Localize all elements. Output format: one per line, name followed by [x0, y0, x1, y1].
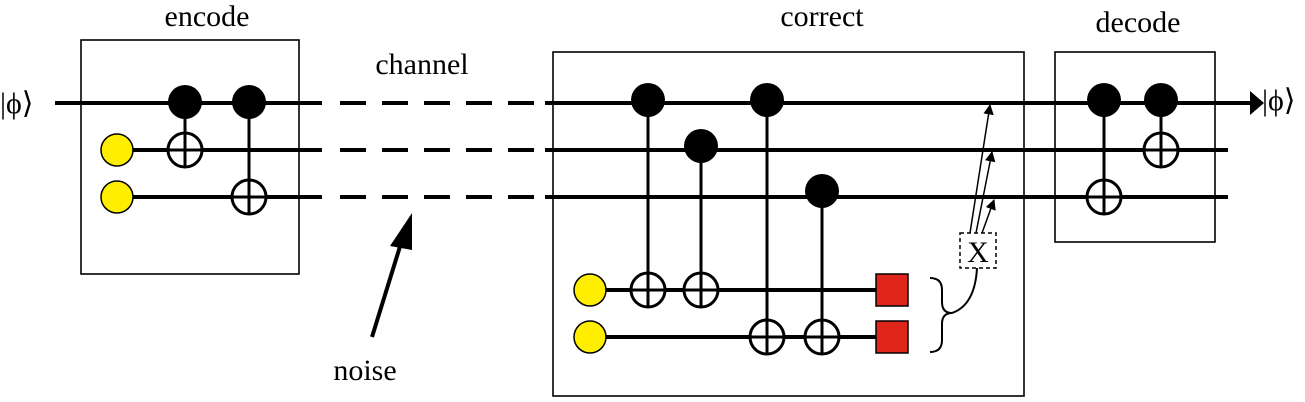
encode-cnot-1 [166, 85, 204, 169]
encode-box [80, 39, 300, 275]
measurement-box [875, 273, 909, 307]
ancilla-qubit [573, 320, 607, 354]
control-dot [631, 83, 665, 117]
noise-arrow-icon [390, 213, 412, 250]
ancilla-qubit [100, 133, 134, 167]
noise-arrow-shaft [370, 239, 404, 338]
control-dot [750, 83, 784, 117]
control-dot [168, 85, 202, 119]
input-state-label: |ϕ⟩ [0, 87, 34, 120]
control-dot [1144, 83, 1178, 117]
syndrome-cnot-4 [803, 174, 841, 356]
correct-label: correct [780, 0, 864, 33]
ancilla-qubit [573, 273, 607, 307]
encode-cnot-2 [230, 85, 268, 216]
x-correction-box [959, 232, 997, 269]
x-correction-label: X [967, 236, 989, 269]
measurement-box [875, 320, 909, 354]
output-state-label: |ϕ⟩ [1262, 84, 1296, 117]
control-dot [805, 174, 839, 208]
ancilla-qubit [100, 180, 134, 214]
control-dot [1087, 83, 1121, 117]
curly-brace [929, 277, 953, 353]
control-dot [232, 85, 266, 119]
syndrome-cnot-2 [682, 129, 720, 309]
encode-label: encode [165, 0, 250, 33]
correction-arrow-1 [969, 103, 994, 234]
decode-cnot-2 [1142, 83, 1180, 169]
noise-label: noise [333, 354, 396, 387]
decode-box [1054, 51, 1216, 243]
decode-label: decode [1096, 6, 1181, 39]
correction-arrow-3 [981, 199, 996, 234]
channel-label: channel [375, 48, 468, 81]
classical-connector [951, 267, 978, 314]
correction-arrow-2 [975, 150, 996, 234]
decode-cnot-1 [1085, 83, 1123, 216]
syndrome-cnot-3 [748, 83, 786, 356]
correct-box [552, 51, 1025, 397]
syndrome-cnot-1 [629, 83, 667, 309]
control-dot [684, 129, 718, 163]
output-arrow-icon [1250, 91, 1264, 115]
